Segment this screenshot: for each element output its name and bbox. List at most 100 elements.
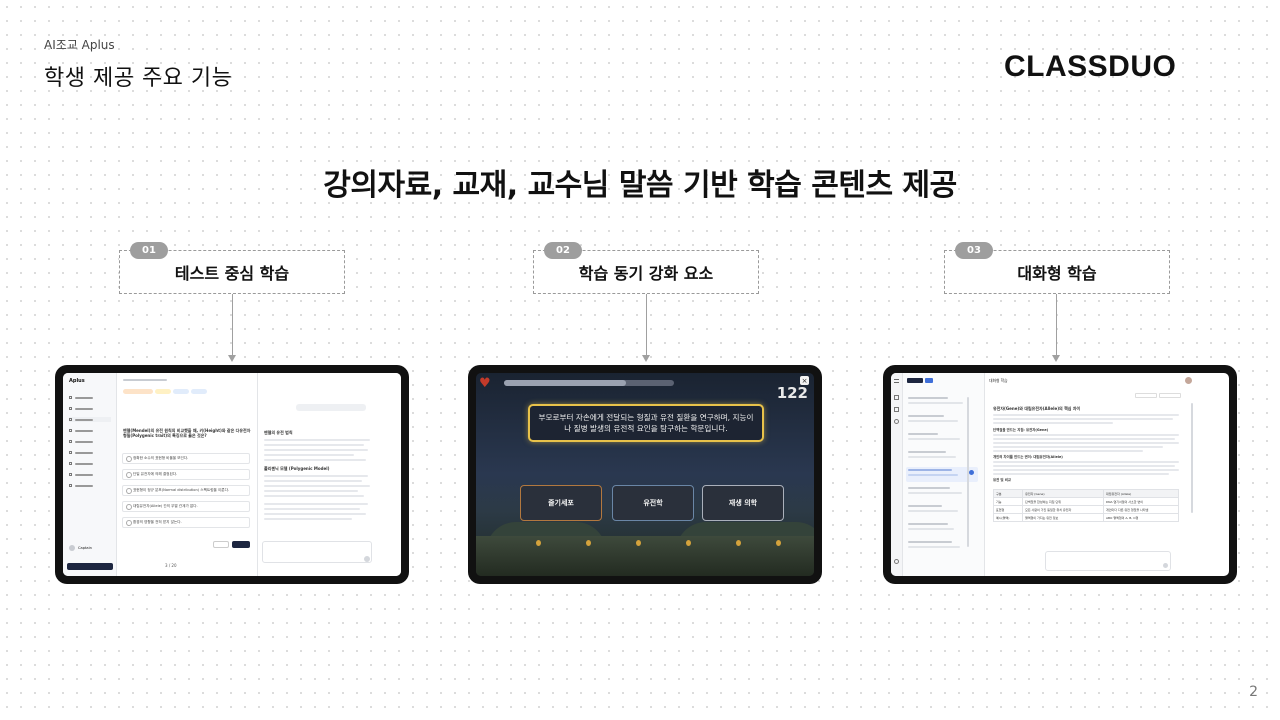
- sidebar-item[interactable]: [69, 450, 111, 455]
- menu-icon[interactable]: [894, 379, 899, 383]
- progress-bar-fill: [504, 380, 627, 386]
- tablet-motivation: ♥ 122 × 부모로부터 자손에게 전달되는 형질과 유전 질환을 연구하며,…: [468, 365, 822, 584]
- sidebar-item[interactable]: [69, 461, 111, 466]
- answer-option[interactable]: 재생 의학: [702, 485, 784, 521]
- quiz-option[interactable]: 정확한 소수의 표현형 비율을 보인다.: [122, 453, 250, 464]
- quiz-option[interactable]: 환경의 영향을 전혀 받지 않는다.: [122, 517, 250, 528]
- table-cell: DNA 염기서열의 사소한 변이: [1102, 497, 1180, 506]
- list-item[interactable]: [906, 521, 978, 536]
- feature-title: 테스트 중심 학습: [174, 264, 290, 283]
- list-item[interactable]: [906, 449, 978, 464]
- list-item-active[interactable]: [906, 467, 978, 482]
- section-heading: 단백질을 만드는 지침: 유전자(Gene): [993, 428, 1049, 432]
- ground: [476, 536, 814, 576]
- tag-badge: [173, 389, 189, 394]
- sidebar: Aplus Captain: [63, 373, 117, 576]
- brand-logo: CLASSDUO: [1004, 50, 1177, 83]
- quiz-panel: 멘델(Mendel)의 유전 원칙의 비교했을 때, 키(Height)와 같은…: [117, 373, 257, 576]
- table-row: 예시(혈액) 혈액형이 가지는 유전 정보 ABO 혈액형의 A, B, O형: [992, 513, 1180, 522]
- sidebar-item[interactable]: [69, 439, 111, 444]
- send-icon[interactable]: [364, 556, 370, 562]
- game-screen: ♥ 122 × 부모로부터 자손에게 전달되는 형질과 유전 질환을 연구하며,…: [476, 373, 814, 576]
- sidebar-item[interactable]: [69, 483, 111, 488]
- chat-input[interactable]: [1045, 551, 1171, 571]
- explanation-heading: 멘델의 유전 법칙: [264, 430, 293, 435]
- icon-rail: [891, 373, 903, 576]
- list-item[interactable]: [906, 485, 978, 500]
- chat-app-screen: 대화형 학습 유전자(Gene)와 대립유전자(Allele)의 핵심 차이 단…: [891, 373, 1229, 576]
- section-heading: 개인의 차이를 만드는 변이: 대립유전자(Allele): [993, 455, 1063, 459]
- explanation-panel: 멘델의 유전 법칙 폴리젠닉 모델 (Polygenic Model): [257, 373, 401, 576]
- list-item[interactable]: [906, 431, 978, 446]
- feature-number-badge: 02: [544, 242, 582, 259]
- filter-button[interactable]: [1135, 393, 1157, 398]
- list-item[interactable]: [906, 413, 978, 428]
- filter-button[interactable]: [1159, 393, 1181, 398]
- quiz-option[interactable]: 대립유전자(Allele) 간의 우열 관계가 없다.: [122, 501, 250, 512]
- send-icon[interactable]: [1163, 563, 1168, 568]
- pagination: 3 / 20: [165, 563, 177, 568]
- explanation-subheading: 폴리젠닉 모델 (Polygenic Model): [264, 466, 330, 471]
- scrollbar[interactable]: [967, 397, 969, 547]
- table-cell: 개인마다 다른 유전 형질을 나타냄: [1102, 505, 1180, 514]
- feature-box-motivation: 02 학습 동기 강화 요소: [533, 242, 759, 294]
- search-icon[interactable]: [894, 419, 899, 424]
- progress-bar: [504, 380, 674, 386]
- avatar[interactable]: [69, 545, 75, 551]
- test-app-screen: Aplus Captain 멘델(Mendel)의 유전 원칙의 비교했을 때,…: [63, 373, 401, 576]
- new-chat-button[interactable]: [67, 563, 113, 570]
- gear-icon[interactable]: [894, 559, 899, 564]
- table-cell: ABO 혈액형의 A, B, O형: [1102, 513, 1180, 522]
- sidebar-item[interactable]: [69, 428, 111, 433]
- table-cell: 기능: [992, 497, 1024, 506]
- answer-option[interactable]: 줄기세포: [520, 485, 602, 521]
- headline: 강의자료, 교재, 교수님 말씀 기반 학습 콘텐츠 제공: [323, 168, 957, 203]
- tag-badge: [123, 389, 153, 394]
- answer-option[interactable]: 유전학: [612, 485, 694, 521]
- tab-active[interactable]: [907, 378, 923, 383]
- tablet-chat-learning: 대화형 학습 유전자(Gene)와 대립유전자(Allele)의 핵심 차이 단…: [883, 365, 1237, 584]
- page-number: 2: [1249, 684, 1258, 700]
- submit-button[interactable]: [232, 541, 250, 548]
- game-question-box: 부모로부터 자손에게 전달되는 형질과 유전 질환을 연구하며, 지능이나 질병…: [528, 404, 764, 442]
- doc-icon[interactable]: [894, 395, 899, 400]
- connector-line: [232, 294, 233, 356]
- scrollbar[interactable]: [1191, 403, 1193, 513]
- sidebar-item[interactable]: [69, 406, 111, 411]
- table-header: 구분: [992, 489, 1024, 498]
- document-panel: 대화형 학습 유전자(Gene)와 대립유전자(Allele)의 핵심 차이 단…: [985, 373, 1229, 576]
- tag-badge: [191, 389, 207, 394]
- breadcrumb: 대화형 학습: [989, 378, 1008, 383]
- skip-button[interactable]: [213, 541, 229, 548]
- quiz-option[interactable]: 표현형이 정규 분포(Normal distribution) 스펙트럼을 이룬…: [122, 485, 250, 496]
- kicker-text: AI조교 Aplus: [44, 38, 115, 52]
- list-item[interactable]: [906, 395, 978, 410]
- connector-line: [1056, 294, 1057, 356]
- table-header: 유전자 (Gene): [1022, 489, 1104, 498]
- folder-icon[interactable]: [894, 407, 899, 412]
- table-cell: 혈액형이 가지는 유전 정보: [1022, 513, 1104, 522]
- sidebar-item[interactable]: [69, 472, 111, 477]
- feature-number-badge: 03: [955, 242, 993, 259]
- conversation-list: [903, 373, 985, 576]
- table-row: 표현형 모든 사람이 가진 동일한 위치 유전자 개인마다 다른 유전 형질을 …: [992, 505, 1180, 514]
- chat-input[interactable]: [262, 541, 372, 563]
- table-cell: 모든 사람이 가진 동일한 위치 유전자: [1022, 505, 1104, 514]
- tablet-test-learning: Aplus Captain 멘델(Mendel)의 유전 원칙의 비교했을 때,…: [55, 365, 409, 584]
- close-icon[interactable]: ×: [800, 376, 809, 385]
- sidebar-item[interactable]: [69, 395, 111, 400]
- quiz-option[interactable]: 단일 유전자에 의해 결정된다.: [122, 469, 250, 480]
- table-header: 대립유전자 (Allele): [1102, 489, 1180, 498]
- connector-line: [646, 294, 647, 356]
- tab[interactable]: [925, 378, 933, 383]
- feature-title: 학습 동기 강화 요소: [578, 264, 714, 283]
- sidebar-item-active[interactable]: [69, 417, 111, 422]
- list-item[interactable]: [906, 539, 978, 554]
- arrow-down-icon: [1052, 355, 1060, 362]
- section-heading: 유전 및 비교: [993, 478, 1011, 482]
- feature-box-test: 01 테스트 중심 학습: [119, 242, 345, 294]
- feature-number-badge: 01: [130, 242, 168, 259]
- avatar[interactable]: [1185, 377, 1192, 384]
- comparison-table: 구분 유전자 (Gene) 대립유전자 (Allele) 기능 단백질을 합성하…: [992, 489, 1180, 522]
- list-item[interactable]: [906, 503, 978, 518]
